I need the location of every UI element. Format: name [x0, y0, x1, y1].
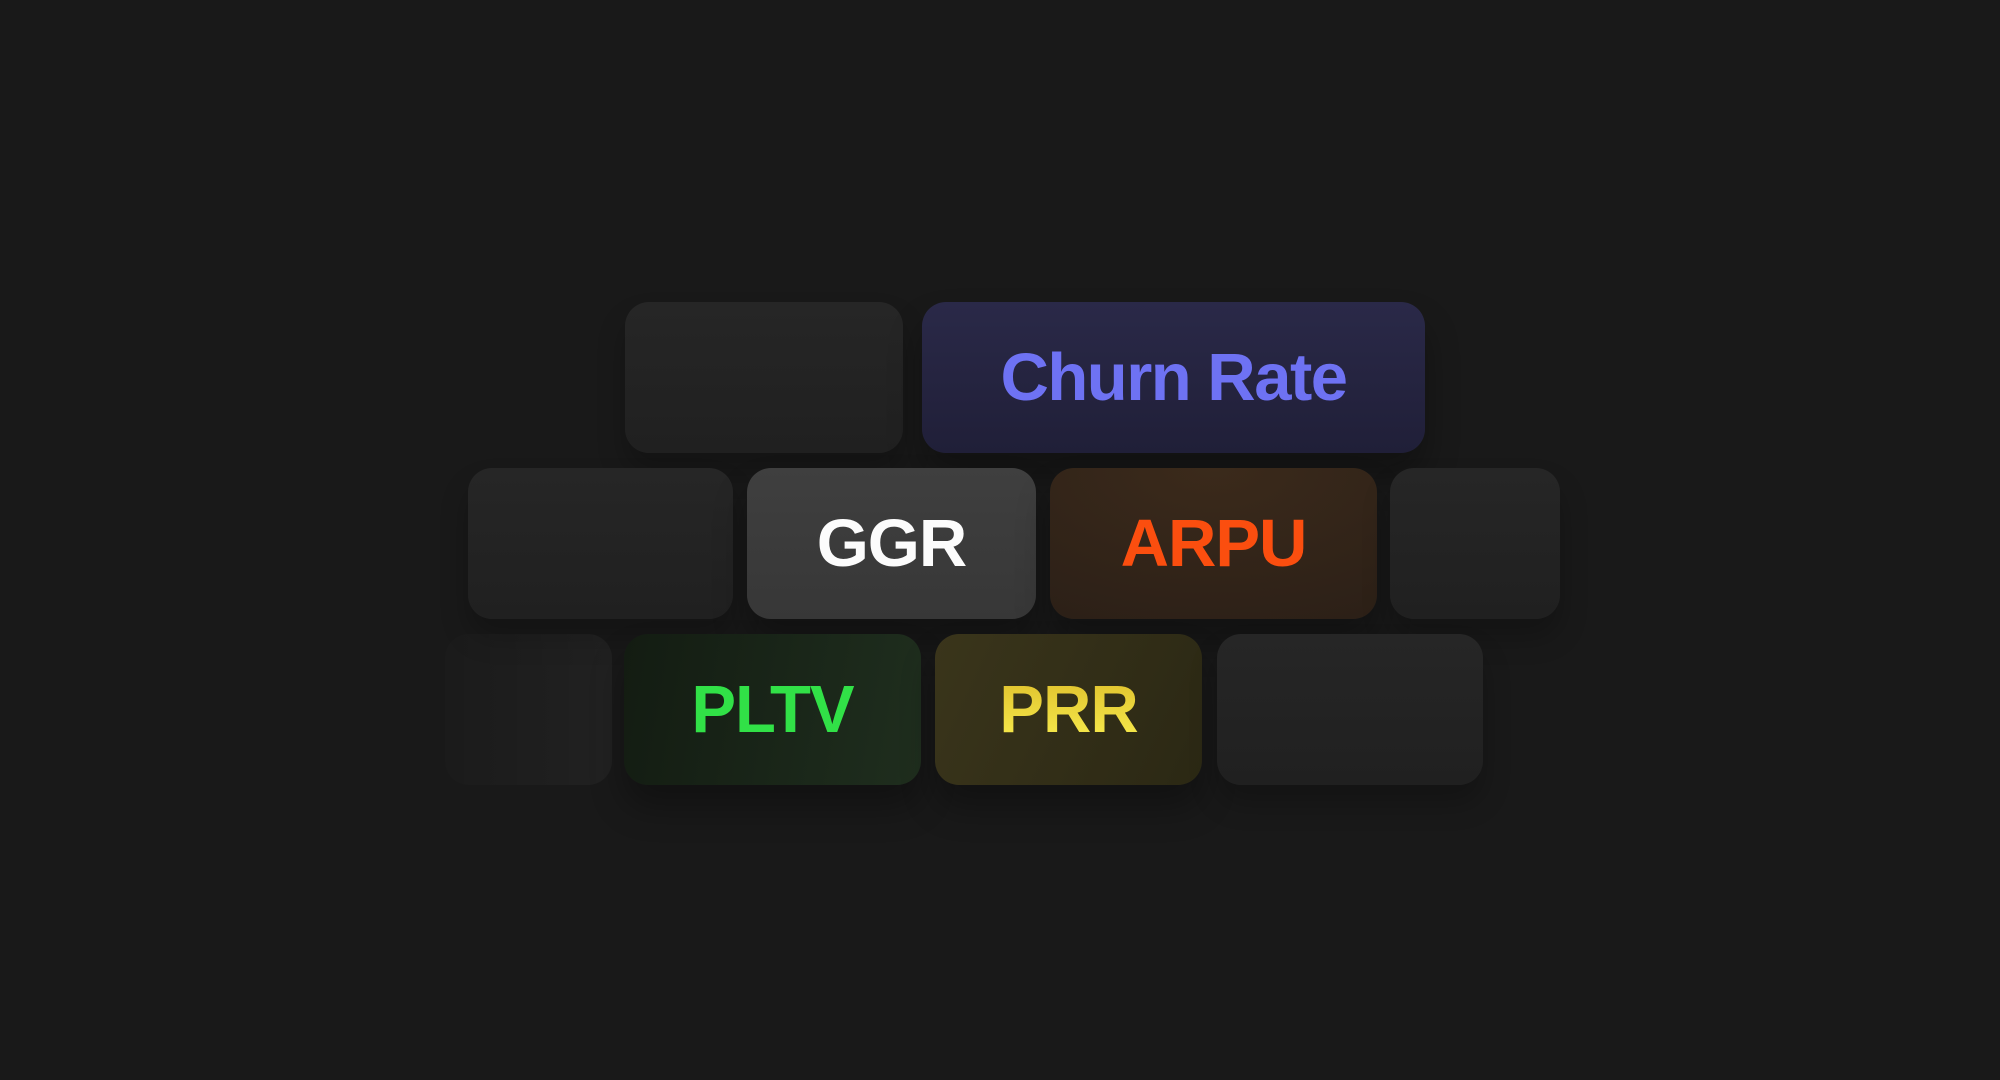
- pltv-chip-label: PLTV: [691, 672, 854, 747]
- prr-chip[interactable]: PRR: [935, 634, 1202, 785]
- ghost-chip: [625, 302, 903, 453]
- churn-rate-chip-label: Churn Rate: [1000, 340, 1348, 415]
- arpu-chip[interactable]: ARPU: [1050, 468, 1377, 619]
- ghost-chip-faded: [445, 634, 612, 785]
- pltv-chip[interactable]: PLTV: [624, 634, 921, 785]
- ggr-chip[interactable]: GGR: [747, 468, 1036, 619]
- prr-chip-label: PRR: [999, 672, 1138, 747]
- ghost-chip: [1390, 468, 1560, 619]
- arpu-chip-label: ARPU: [1120, 506, 1308, 581]
- ggr-chip-label: GGR: [816, 506, 968, 581]
- churn-rate-chip[interactable]: Churn Rate: [922, 302, 1425, 453]
- ghost-chip: [1217, 634, 1483, 785]
- ghost-chip: [468, 468, 733, 619]
